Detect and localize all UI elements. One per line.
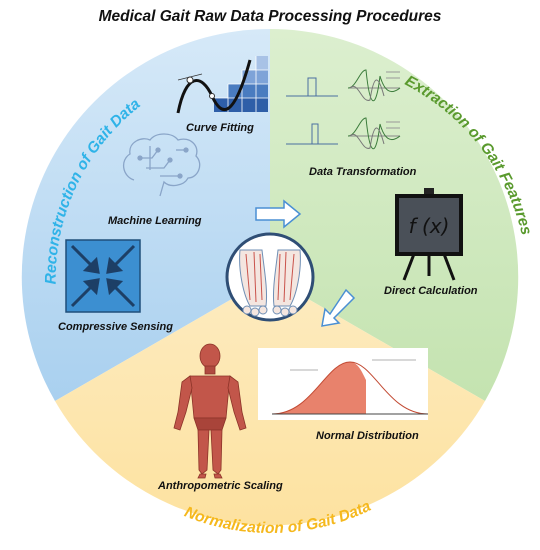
formula-text: f (x): [409, 214, 450, 238]
arrow-down-left-icon: [321, 288, 356, 327]
label-direct-calculation: Direct Calculation: [384, 285, 478, 297]
label-normal-distribution: Normal Distribution: [316, 430, 419, 442]
easel-board-icon: f (x): [395, 188, 463, 281]
label-curve-fitting: Curve Fitting: [186, 122, 254, 134]
label-compressive-sensing: Compressive Sensing: [58, 321, 173, 333]
label-data-transformation: Data Transformation: [309, 166, 417, 178]
diagram-title: Medical Gait Raw Data Processing Procedu…: [99, 8, 442, 25]
human-anatomy-icon: [173, 343, 247, 479]
curve-fitting-grid-icon: [176, 56, 268, 114]
label-machine-learning: Machine Learning: [108, 215, 202, 227]
sector-extraction: [270, 28, 519, 401]
label-anthropometric-scaling: Anthropometric Scaling: [157, 480, 283, 492]
feet-anatomy-icon: [225, 232, 315, 322]
signal-waveform-icon: [286, 69, 401, 150]
compression-arrows-icon: [65, 239, 141, 313]
bell-curve-icon: [258, 348, 429, 420]
arrow-right-icon: [255, 199, 302, 229]
circuit-brain-icon: [123, 133, 201, 197]
